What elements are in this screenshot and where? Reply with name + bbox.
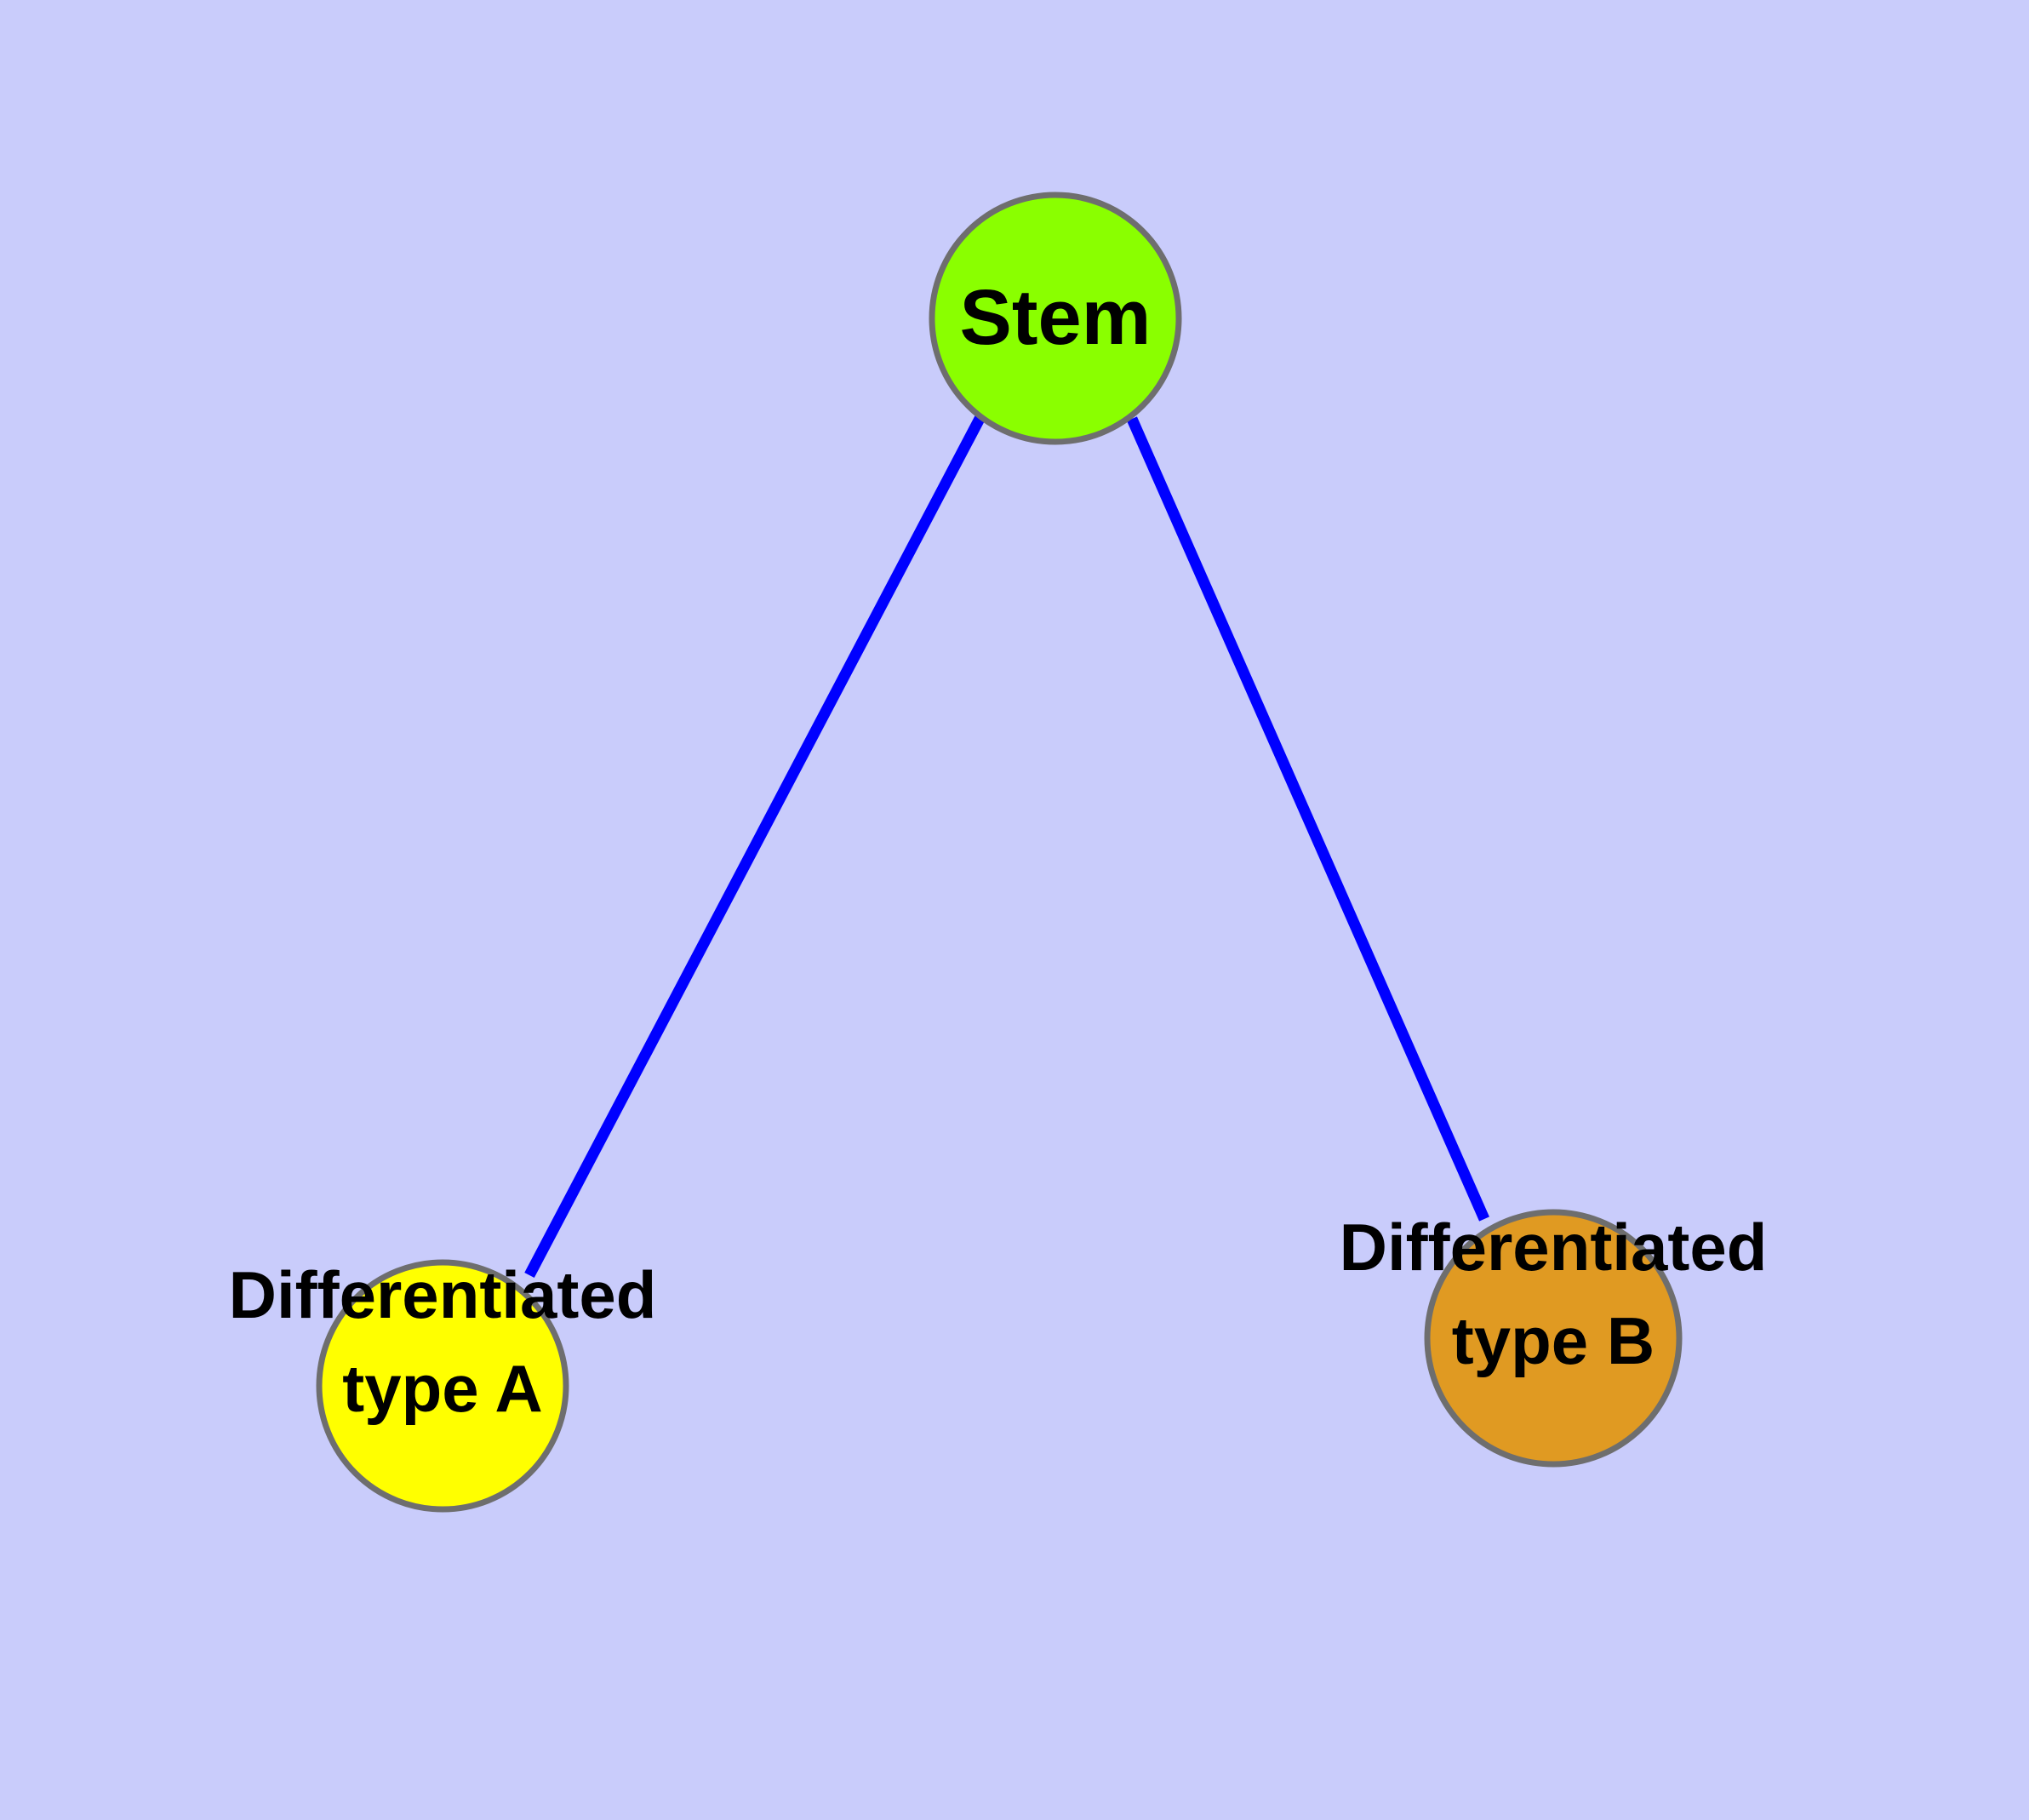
node-label-differentiated-type-b-line2: type B [1452, 1303, 1655, 1378]
nodes-group [316, 192, 1683, 1513]
edge-stem-to-differentiated-a[interactable] [524, 414, 986, 1279]
node-label-differentiated-type-a-line1: Differentiated [229, 1257, 657, 1332]
node-label-differentiated-type-b-line1: Differentiated [1340, 1210, 1768, 1285]
node-label-differentiated-type-a-line2: type A [342, 1351, 543, 1426]
labels-group: Stem Differentiated type A Differentiate… [229, 274, 1768, 1426]
node-label-stem: Stem [960, 274, 1152, 361]
edges-group [524, 414, 1489, 1279]
node-differentiated-type-a[interactable] [316, 1259, 569, 1513]
edge-stem-to-differentiated-b[interactable] [1127, 416, 1489, 1222]
node-stem[interactable] [929, 192, 1182, 445]
node-differentiated-type-b[interactable] [1424, 1209, 1683, 1468]
